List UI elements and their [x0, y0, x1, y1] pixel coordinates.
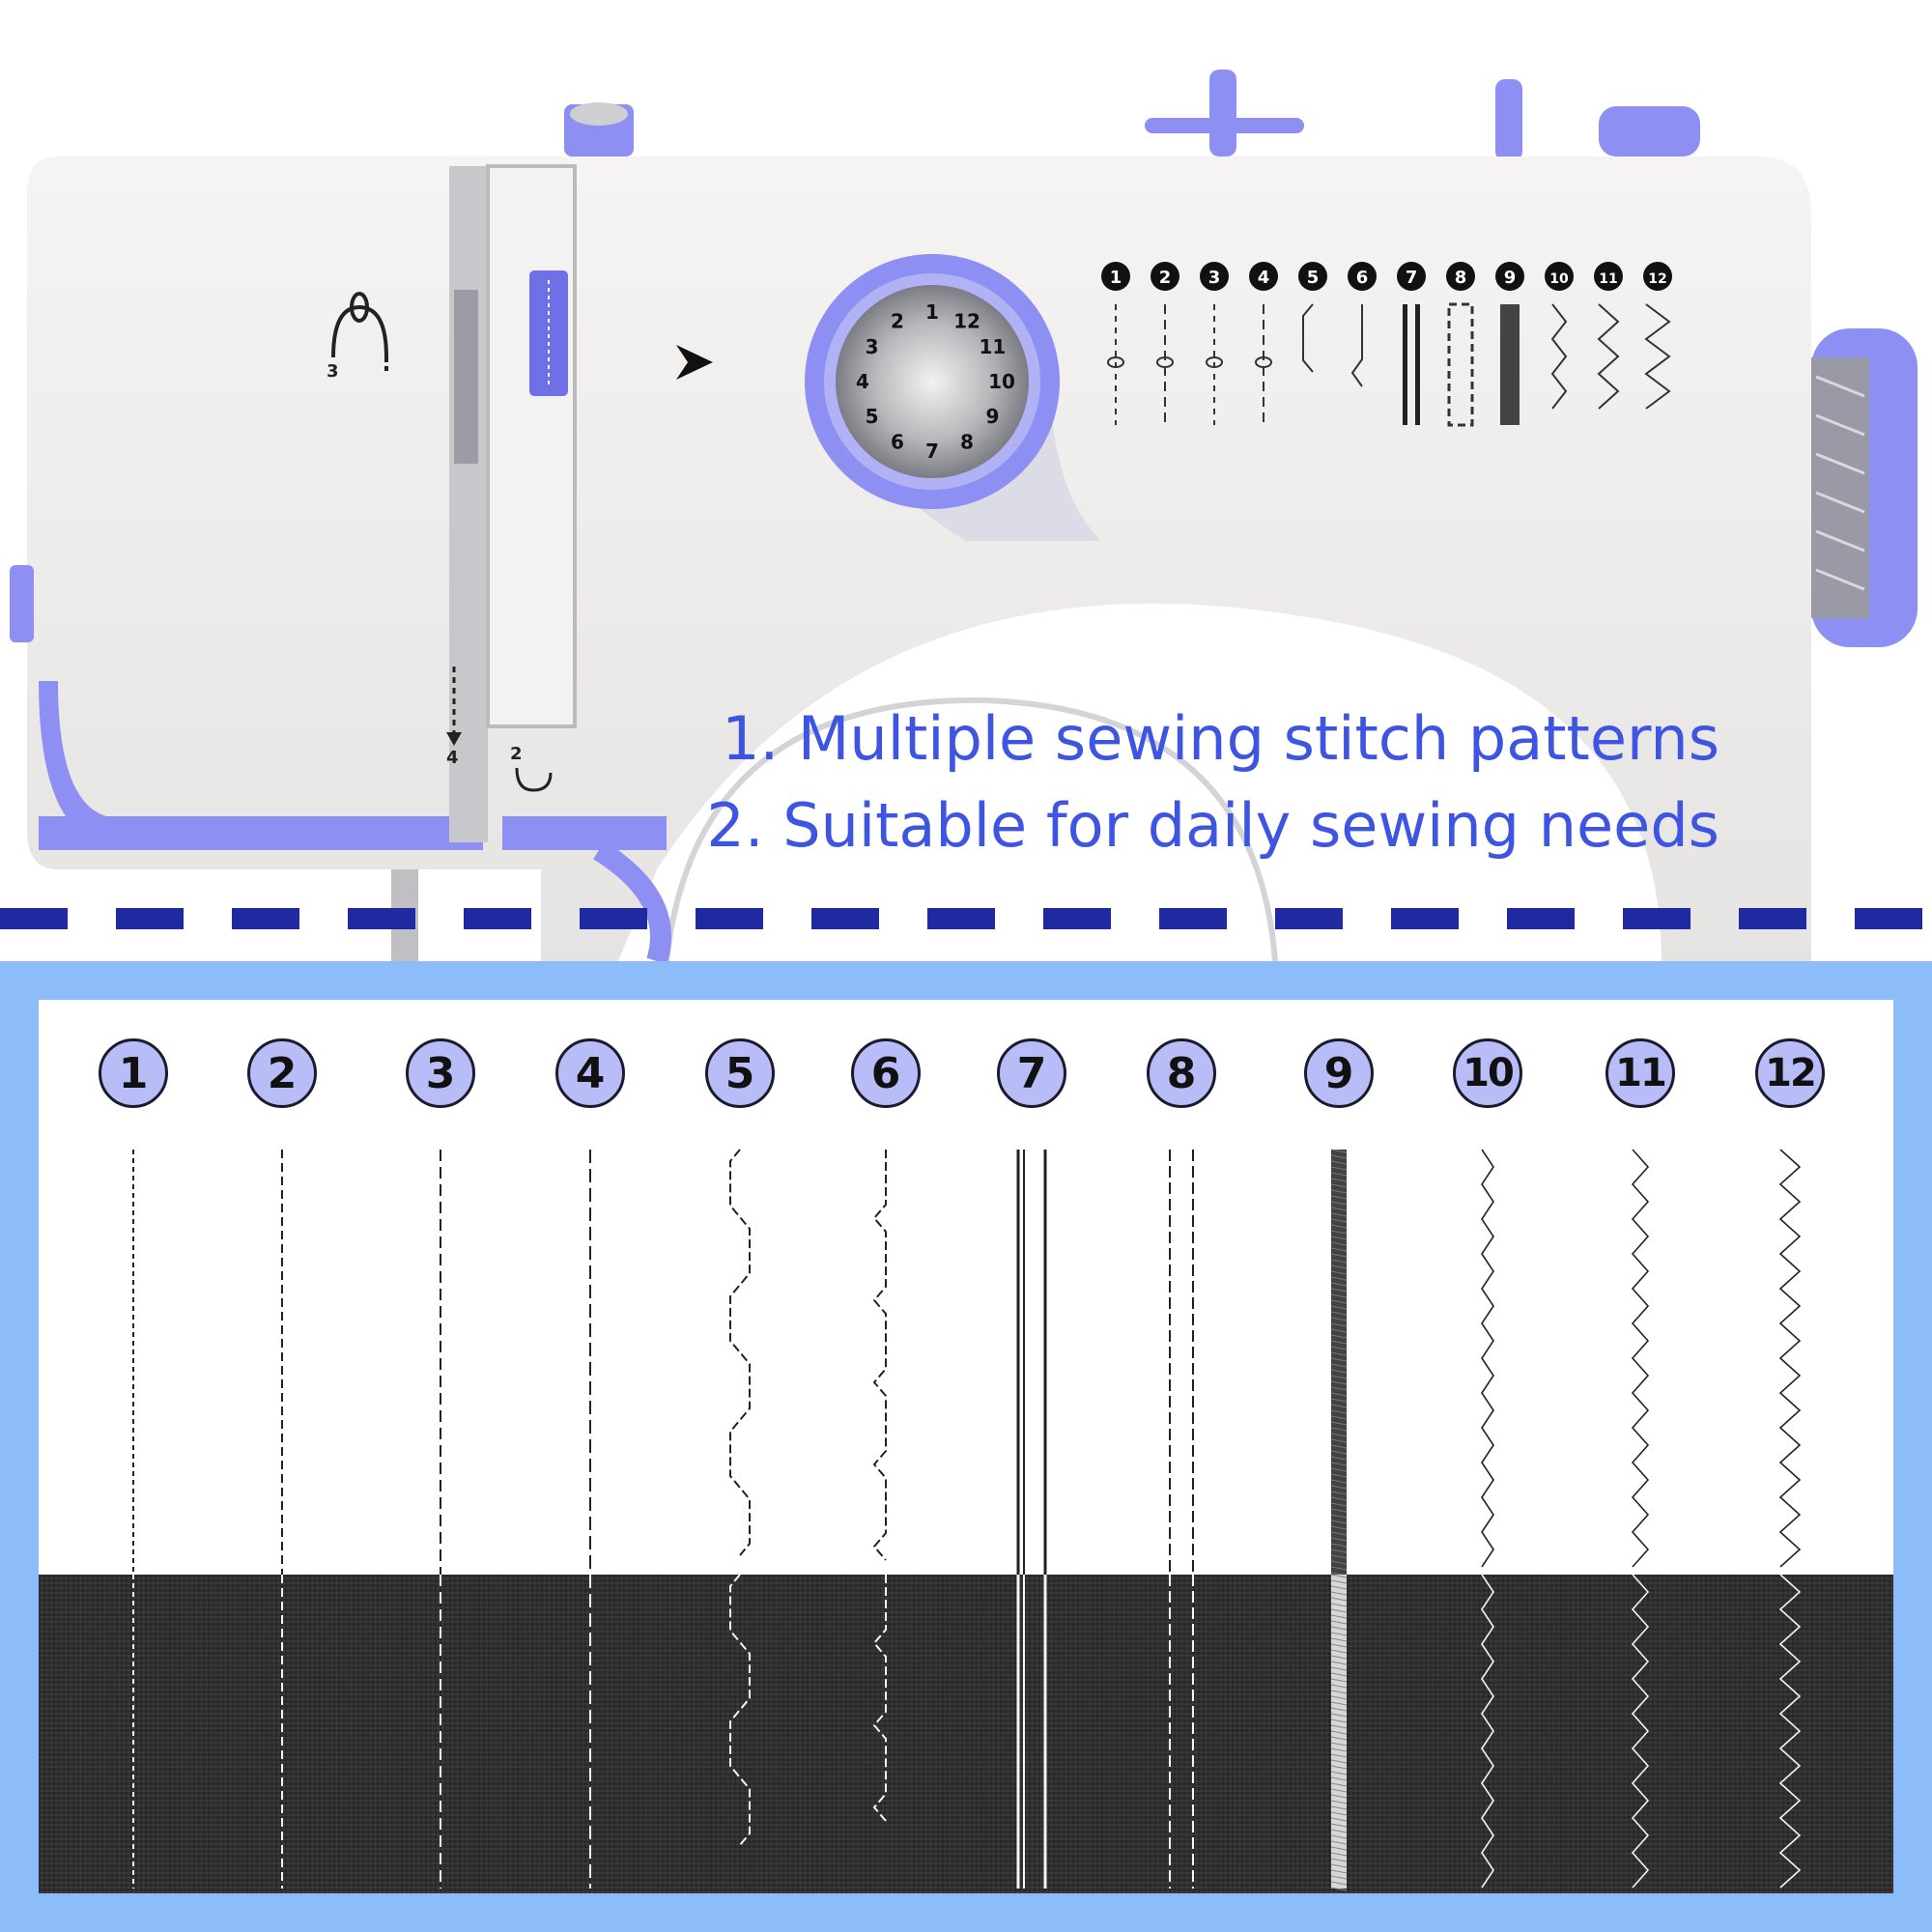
- thread-guide-label-3: 3: [327, 361, 339, 382]
- feature-line-2: 2. Suitable for daily sewing needs: [706, 790, 1719, 861]
- machine-stitch-number-badge: [1594, 262, 1623, 291]
- stitch-sample: [729, 1149, 751, 1556]
- machine-stitch-number-badge: [1397, 262, 1426, 291]
- machine-stitch-number: 7: [1406, 268, 1418, 288]
- dial-number: 8: [960, 430, 974, 453]
- feature-line-1: 1. Multiple sewing stitch patterns: [722, 703, 1719, 774]
- stitch-number-badge: 6: [851, 1038, 921, 1108]
- dial-number: 12: [953, 310, 980, 333]
- machine-stitch-number: 9: [1504, 268, 1517, 288]
- dial-number: 10: [988, 370, 1015, 393]
- stitch-number-badge: 10: [1453, 1038, 1522, 1108]
- machine-stitch-number: 5: [1307, 268, 1320, 288]
- machine-stitch-mark: [1302, 303, 1314, 373]
- dial-number: 6: [891, 430, 904, 453]
- machine-stitch-number: 11: [1599, 271, 1617, 287]
- stitch-sample: [729, 1574, 751, 1846]
- stitch-sample: [1481, 1574, 1494, 1889]
- sample-paper: [39, 1000, 1893, 1575]
- machine-stitch-number-badge: [1200, 262, 1229, 291]
- stitch-number-badge: 3: [406, 1038, 475, 1108]
- machine-stitch-mark: [1550, 303, 1568, 410]
- machine-stitch-number-badge: [1545, 262, 1574, 291]
- stitch-number-badge: 11: [1605, 1038, 1675, 1108]
- machine-stitch-number-badge: [1446, 262, 1475, 291]
- dial-number: 4: [856, 370, 869, 393]
- stitch-number-badge: 12: [1755, 1038, 1825, 1108]
- dial-number: 9: [985, 405, 999, 428]
- machine-stitch-number-badge: [1348, 262, 1377, 291]
- dial-number: 5: [866, 405, 879, 428]
- stitch-sample: [872, 1150, 887, 1561]
- machine-stitch-mark: [1644, 303, 1671, 410]
- machine-stitch-number-badge: [1101, 262, 1130, 291]
- machine-stitch-number-badge: [1249, 262, 1278, 291]
- machine-stitch-number-badge: [1298, 262, 1327, 291]
- thread-guide-label-4: 4: [446, 748, 459, 768]
- stitch-number-badge: 8: [1147, 1038, 1216, 1108]
- machine-stitch-number: 4: [1258, 268, 1270, 288]
- stitch-sample: [1631, 1574, 1650, 1889]
- thread-tension-slider: [529, 270, 568, 396]
- stitch-number-badge: 7: [997, 1038, 1066, 1108]
- stitch-number-badge: 4: [555, 1038, 625, 1108]
- machine-stitch-mark: [1447, 302, 1474, 427]
- thread-guide-label-2: 2: [510, 744, 523, 764]
- dial-number: 1: [925, 300, 939, 324]
- machine-stitch-number-badge: [1643, 262, 1672, 291]
- machine-stitch-number: 10: [1549, 271, 1569, 287]
- bobbin-winder: [1599, 106, 1700, 156]
- pointer-arrow-icon: [676, 345, 713, 380]
- machine-stitch-number-badge: [1151, 262, 1179, 291]
- stitch-sample: [1778, 1574, 1802, 1889]
- stitch-sample: [1481, 1149, 1494, 1568]
- machine-stitch-mark: [1403, 304, 1407, 425]
- dial-number: 3: [866, 335, 879, 358]
- stitch-number-badge: 5: [705, 1038, 775, 1108]
- sample-fabric: [39, 1575, 1893, 1893]
- machine-stitch-mark: [1500, 304, 1520, 425]
- dial-number: 11: [979, 335, 1006, 358]
- stitch-number-badge: 9: [1304, 1038, 1374, 1108]
- dial-number: 2: [891, 310, 904, 333]
- machine-stitch-number-badge: [1495, 262, 1524, 291]
- stitch-sample: [1631, 1149, 1650, 1568]
- stitch-number-badge: 2: [247, 1038, 317, 1108]
- stitch-sample: [1778, 1149, 1802, 1568]
- stitch-sample: [872, 1575, 887, 1822]
- machine-stitch-mark: [1597, 303, 1620, 410]
- dashed-divider: [0, 908, 1932, 929]
- machine-stitch-mark: [1350, 304, 1363, 387]
- dial-number: 7: [925, 440, 939, 463]
- machine-stitch-number: 1: [1110, 268, 1122, 288]
- machine-stitch-number: 3: [1208, 268, 1221, 288]
- machine-stitch-number: 6: [1356, 268, 1369, 288]
- stitch-samples: [132, 1149, 1802, 1891]
- machine-stitch-number: 12: [1648, 271, 1666, 287]
- stitch-sample: [1331, 1575, 1347, 1889]
- machine-stitch-number: 8: [1455, 268, 1467, 288]
- stitch-number-badge: 1: [99, 1038, 168, 1108]
- machine-stitch-number: 2: [1159, 268, 1172, 288]
